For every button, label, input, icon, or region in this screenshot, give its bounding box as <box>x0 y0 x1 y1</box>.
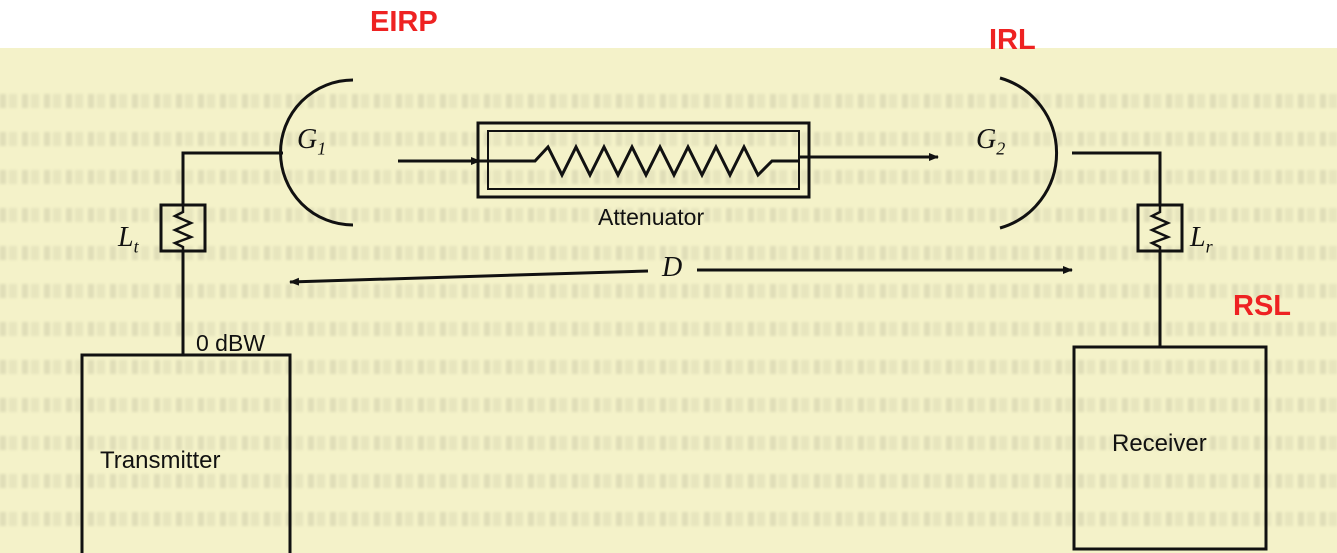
background-text-line <box>0 170 1337 184</box>
eirp-label: EIRP <box>370 6 438 38</box>
rsl-label: RSL <box>1233 290 1291 322</box>
background-text-line <box>0 322 1337 336</box>
background-text-line <box>0 208 1337 222</box>
background-text-line <box>0 132 1337 146</box>
power-label: 0 dBW <box>196 330 266 356</box>
background-text-line <box>0 246 1337 260</box>
background-text-line <box>0 360 1337 374</box>
receive-antenna <box>999 76 1059 230</box>
attenuator-label: Attenuator <box>598 204 705 230</box>
receive-loss-symbol: Lr <box>1190 222 1213 257</box>
background-text-line <box>0 474 1337 488</box>
transmit-gain-symbol: G1 <box>297 124 327 159</box>
paper-background <box>0 48 1337 553</box>
background-text-line <box>0 284 1337 298</box>
receive-feed-line <box>1072 151 1162 205</box>
receiver-box <box>1072 345 1268 551</box>
transmit-feed-line <box>181 151 283 205</box>
distance-arrow-left <box>289 269 649 286</box>
resistor-symbol <box>171 205 195 251</box>
receive-gain-symbol: G2 <box>976 124 1006 159</box>
distance-symbol: D <box>662 252 683 283</box>
transmit-loss-symbol: Lt <box>118 222 139 257</box>
irl-label: IRL <box>989 24 1036 56</box>
transmitter-label: Transmitter <box>100 447 221 474</box>
background-text-line <box>0 94 1337 108</box>
receiver-label: Receiver <box>1112 430 1207 457</box>
background-text-line <box>0 398 1337 412</box>
attenuator-resistor <box>480 143 800 179</box>
transmitter-box <box>80 353 292 553</box>
resistor-symbol <box>1148 205 1172 251</box>
background-text-line <box>0 436 1337 450</box>
background-text-line <box>0 512 1337 526</box>
